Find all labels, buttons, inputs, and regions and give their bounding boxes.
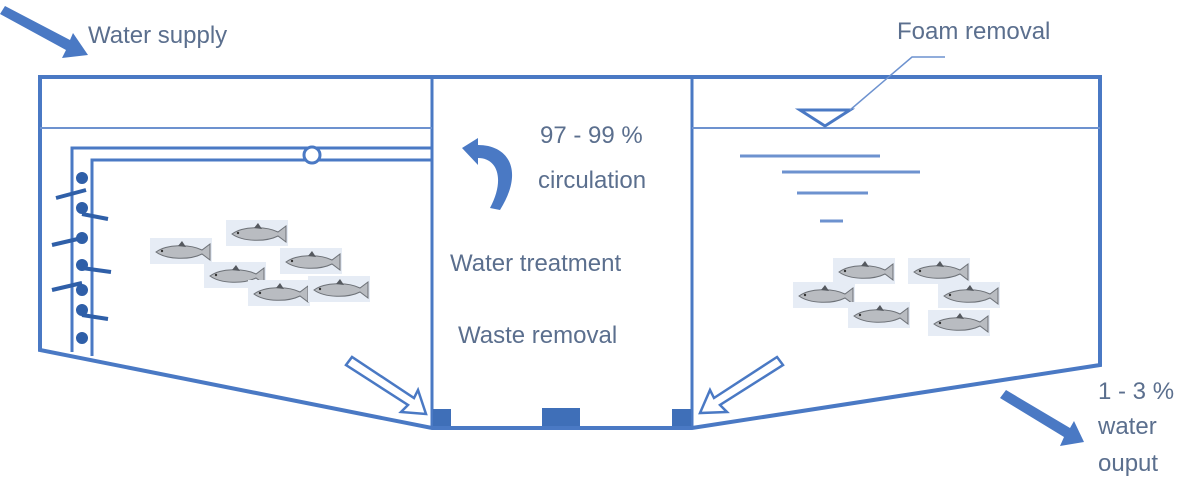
- water-supply-label: Water supply: [88, 22, 228, 49]
- water-treatment-label: Water treatment: [450, 250, 622, 277]
- water-supply-arrow: [0, 6, 88, 58]
- fish-icon: [848, 302, 910, 328]
- output-water-label: water: [1098, 413, 1157, 440]
- output-percent-label: 1 - 3 %: [1098, 378, 1175, 405]
- foam-skimmer-icon: [794, 108, 856, 128]
- flow-arrow-left: [344, 355, 428, 416]
- circulation-label: circulation: [538, 167, 647, 194]
- fish-icon: [150, 238, 212, 264]
- water-surface-lines: [740, 154, 920, 223]
- nozzles: [51, 172, 112, 344]
- water-output-arrow: [1000, 390, 1084, 446]
- output-ouput-label: ouput: [1098, 450, 1159, 477]
- fish-icon: [280, 248, 342, 274]
- fish-icon: [308, 276, 370, 302]
- drains: [433, 408, 691, 426]
- waste-removal-label: Waste removal: [458, 322, 618, 349]
- flow-arrow-right: [698, 355, 785, 415]
- fish-icon: [928, 310, 990, 336]
- pipe-valve: [302, 145, 322, 165]
- foam-removal-label: Foam removal: [897, 18, 1051, 45]
- circulation-arrow-icon: [462, 138, 513, 210]
- fish-icon: [793, 282, 855, 308]
- fish-icon: [248, 280, 310, 306]
- foam-leader-line: [849, 56, 945, 111]
- fish-icon: [908, 258, 970, 284]
- fish-icon: [226, 220, 288, 246]
- fish-icon: [204, 262, 266, 288]
- fish-icon: [833, 258, 895, 284]
- fish-icon: [938, 282, 1000, 308]
- fish-group: [150, 220, 1000, 336]
- circulation-percent-label: 97 - 99 %: [540, 122, 643, 149]
- vertical-pipe: [70, 146, 432, 356]
